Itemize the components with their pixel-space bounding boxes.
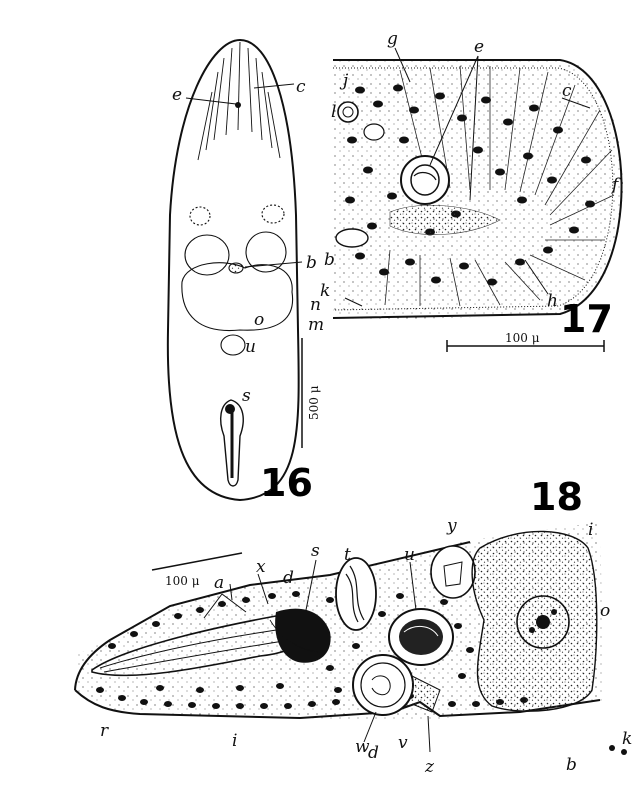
fig17-epidermis [332,67,614,311]
fig18-label-x: x [256,557,266,577]
fig18-label-t: t [344,545,351,565]
fig16-eye-spot [235,102,241,108]
fig17-label-n: n [310,295,321,315]
fig18-label-z: z [424,757,435,777]
fig18-ovary [471,530,598,712]
fig17-gland-lower [335,228,369,248]
fig17-label-b: b [324,250,335,270]
fig18-leader-lines [203,559,431,753]
fig16-organs [181,204,294,356]
fig17-scale-bar: 100 μ [446,331,605,352]
fig17-gland-upper [363,123,385,141]
fig17-nuclei [345,84,595,286]
fig18-label-v: v [398,733,408,753]
fig16-label-s: s [242,386,251,406]
fig18-cell-y [430,545,476,599]
fig17-eye [400,155,450,205]
fig18-label-k: k [622,729,632,749]
figure-18: 18 [74,475,632,777]
fig18-body-outline [74,541,601,720]
fig17-label-f: f [610,175,621,195]
fig18-pharynx [91,608,331,677]
fig18-organ-w [352,654,441,716]
fig18-label-y: y [446,516,457,536]
fig17-scale-label: 100 μ [505,331,540,345]
fig18-label-b: b [566,755,577,775]
fig16-scale-label: 500 μ [307,385,321,420]
fig18-label-a: a [214,573,224,593]
fig16-label-o: o [254,310,264,330]
fig18-scale-bar: 100 μ [151,552,243,588]
fig16-body-outline [166,38,300,502]
fig16-label-c: c [296,77,306,97]
fig17-label-g: g [387,29,398,49]
fig17-number: 17 [560,297,613,341]
fig17-label-k: k [320,281,330,301]
fig16-scale-bar: 500 μ [301,338,321,448]
fig17-label-c: c [562,81,572,101]
fig18-organ-u [388,608,454,666]
fig18-label-i-top: i [588,520,593,540]
fig18-gland-t [335,557,377,631]
fig17-leader-lines [344,47,591,307]
fig18-label-i-bottom: i [232,731,237,751]
fig18-label-s: s [311,541,320,561]
fig18-label-r: r [100,721,109,741]
fig18-label-d-top: d [283,568,294,588]
fig17-outline [332,59,623,319]
fig16-label-b: b [306,253,317,273]
fig16-number: 16 [260,461,313,505]
fig17-label-l: l [331,102,336,122]
fig17-label-j: j [339,71,349,91]
fig16-anterior-striations [197,41,281,161]
fig16-label-u: u [245,337,256,357]
fig16-pharynx [219,399,244,487]
figure-16: 500 μ e c b o u s 16 [166,38,321,505]
fig17-label-m: m [308,315,324,335]
fig18-scale-label: 100 μ [165,574,200,588]
fig17-label-h: h [547,291,558,311]
fig17-brain-mass [389,205,501,235]
fig18-label-u: u [404,545,415,565]
fig16-leader-lines [185,83,303,268]
fig17-label-e: e [474,37,484,57]
fig16-label-e: e [172,85,182,105]
fig18-label-d-bottom: d [368,743,379,763]
fig18-k-nuclei [609,745,627,755]
fig18-number: 18 [530,475,583,519]
fig18-label-o: o [600,601,610,621]
fig17-cell-l [337,101,359,123]
fig18-label-w: w [355,737,370,757]
figure-17: 100 μ g e j l c f b k n m h 17 [308,29,624,352]
